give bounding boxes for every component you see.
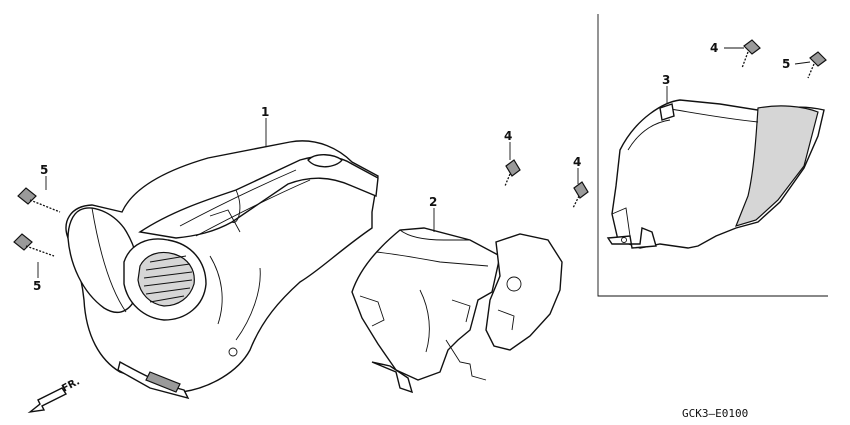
front-arrow-icon: FR. [27,376,82,414]
side-cover-3 [606,99,825,249]
callout-2: 2 [429,195,437,209]
callout-1: 1 [261,105,269,119]
callout-3: 3 [662,73,670,87]
callout-4-c: 4 [710,41,718,55]
bolt-4-c [741,39,761,69]
diagram-code: GCK3–E0100 [682,407,748,420]
bolt-5-a [17,187,61,213]
front-label: FR. [60,376,82,394]
leader-lines [37,47,811,278]
bolt-5-b [13,233,55,257]
callout-4-a: 4 [504,129,512,143]
bolt-4-a [504,159,521,187]
inset-frame [597,14,828,297]
callout-5-c: 5 [782,57,790,71]
callout-5-b: 5 [33,279,41,293]
callout-4-b: 4 [573,155,581,169]
fan-cover-1 [65,140,379,400]
callout-5-a: 5 [40,163,48,177]
bolt-4-b [572,181,589,209]
bolt-5-c [807,51,827,79]
shroud-cover-2 [351,227,563,394]
